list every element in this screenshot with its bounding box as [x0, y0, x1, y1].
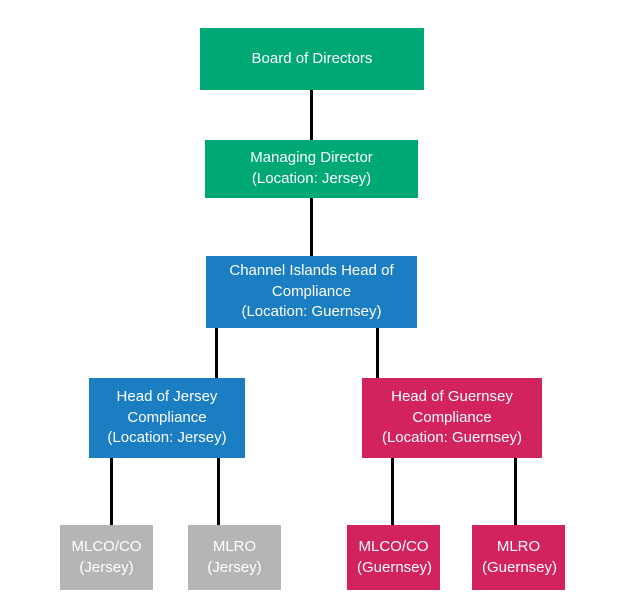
node-mlro-jersey: MLRO (Jersey) [188, 525, 281, 590]
node-location: (Location: Jersey) [251, 170, 372, 187]
node-managing-director: Managing Director (Location: Jersey) [205, 140, 418, 198]
connector-ci-head-to-jersey-head [215, 328, 218, 378]
node-title: MLCO/CO [71, 537, 142, 555]
node-board-of-directors: Board of Directors [200, 28, 424, 90]
connector-guernsey-head-to-mlco-guernsey [391, 458, 394, 525]
node-title: MLRO [212, 537, 257, 555]
node-title: Board of Directors [251, 49, 373, 67]
node-mlco-co-jersey: MLCO/CO (Jersey) [60, 525, 153, 590]
connector-guernsey-head-to-mlro-guernsey [514, 458, 517, 525]
node-location: (Guernsey) [357, 558, 433, 576]
node-title: Head of Jersey Compliance [116, 387, 218, 426]
node-location: (Jersey) [79, 558, 134, 576]
connector-jersey-head-to-mlro-jersey [217, 458, 220, 525]
connector-ci-head-to-guernsey-head [376, 328, 379, 378]
node-title: Channel Islands Head of Compliance [229, 261, 394, 300]
node-location: (Location: Guernsey) [381, 429, 523, 447]
node-head-of-jersey-compliance: Head of Jersey Compliance (Location: Jer… [89, 378, 245, 458]
node-title: MLRO [496, 537, 541, 555]
connector-jersey-head-to-mlco-jersey [110, 458, 113, 525]
node-location: (Guernsey) [482, 558, 558, 576]
node-location: (Location: Jersey) [107, 429, 227, 447]
node-title: Head of Guernsey Compliance [391, 387, 513, 426]
connector-board-to-managing-director [310, 90, 313, 140]
node-channel-islands-head-of-compliance: Channel Islands Head of Compliance (Loca… [206, 256, 417, 328]
node-mlro-guernsey: MLRO (Guernsey) [472, 525, 565, 590]
node-title: MLCO/CO [358, 537, 429, 555]
node-location: (Jersey) [207, 558, 262, 576]
node-location: (Location: Guernsey) [241, 303, 382, 321]
node-title: Managing Director [250, 149, 373, 167]
node-head-of-guernsey-compliance: Head of Guernsey Compliance (Location: G… [362, 378, 542, 458]
connector-managing-director-to-ci-head [310, 198, 313, 256]
node-mlco-co-guernsey: MLCO/CO (Guernsey) [347, 525, 440, 590]
